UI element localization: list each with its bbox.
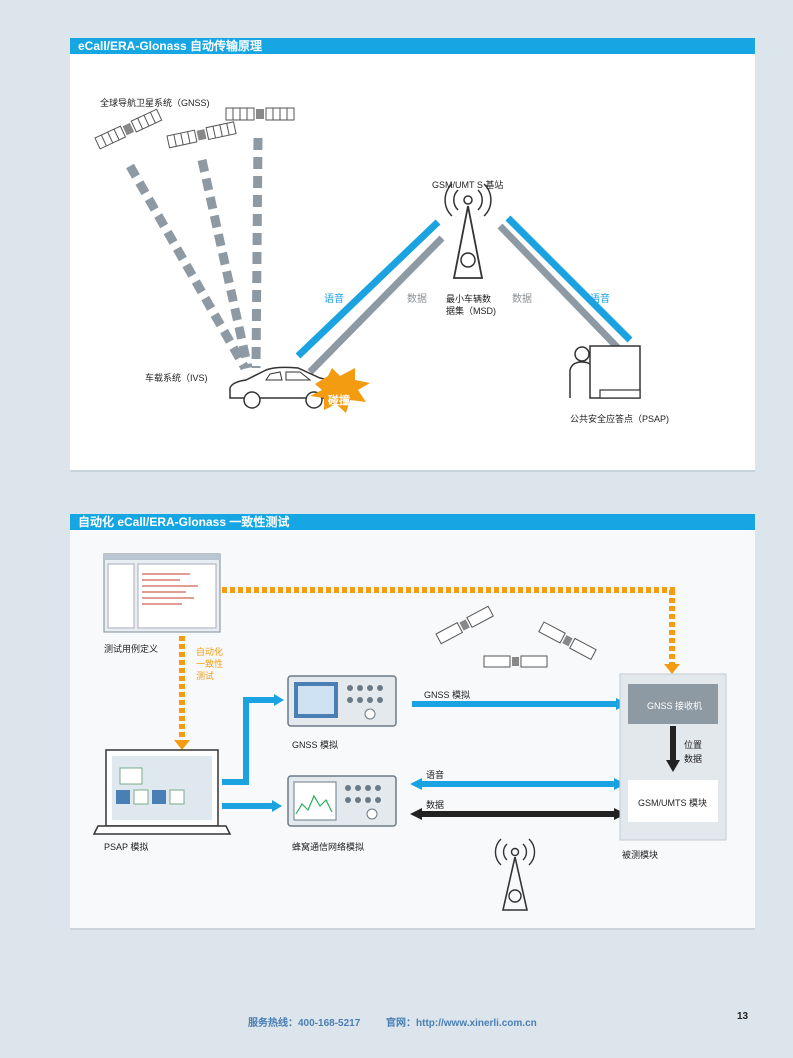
gsm-module-box [628,780,718,822]
auto-test-label-line2: 一致性 [196,659,224,669]
data-link-left [307,235,445,375]
gnss-sim-arrow-label: GNSS 模拟 [424,690,471,700]
gnss-simulator-instrument-icon [287,675,397,727]
gnss-receiver-label: GNSS 接收机 [647,701,703,711]
car-icon [229,366,335,409]
gnss-signal-beam [197,159,253,369]
panel-title: eCall/ERA-Glonass 自动传输原理 [70,38,755,54]
satellite-icon [538,621,597,661]
footer: 服务热线：400-168-5217 官网：http://www.xinerli.… [0,1014,793,1029]
arrow-head [174,740,190,750]
arrow-head [410,778,422,790]
laptop-icon [92,749,232,835]
psap-label: 公共安全应答点（PSAP) [570,414,670,424]
data-label-right: 数据 [512,294,532,305]
crash-burst-icon [310,368,370,413]
gnss-label: 全球导航卫星系统（GNSS) [100,98,210,108]
voice-label-left: 语音 [324,294,344,305]
voice-link-left [295,219,441,359]
position-data-label-line2: 数据 [684,754,703,764]
data-label: 数据 [426,800,445,810]
satellite-icon [435,605,494,645]
psap-sim-label: PSAP 模拟 [104,842,149,852]
arrow-head [274,694,284,706]
arrow-head [410,808,422,820]
panel-title: 自动化 eCall/ERA-Glonass 一致性测试 [70,514,755,530]
psap-operator-icon [569,345,641,399]
auto-test-label-line1: 自动化 [196,647,224,657]
base-station-label: GSM/UMT S 基站 [432,180,504,190]
testcase-screen-icon [103,553,221,633]
cell-tower-icon [494,838,536,911]
satellite-icon [483,655,548,668]
crash-label: 碰撞 [328,395,350,407]
gnss-sim-label: GNSS 模拟 [292,740,339,750]
gnss-receiver-box [628,684,718,724]
gnss-signal-beam [251,137,263,369]
website-link[interactable]: 官网：http://www.xinerli.com.cn [386,1018,537,1029]
arrow-head [666,760,680,772]
arrow-head [664,664,680,674]
gnss-signal-beam [126,163,249,371]
satellite-icon [166,121,237,149]
cell-network-simulator-instrument-icon [287,775,397,827]
satellite-icon [94,108,163,150]
page-number: 13 [737,1011,749,1022]
cell-sim-label: 蜂窝通信网络模拟 [292,842,365,852]
base-station-tower-icon [444,183,492,279]
data-link-right [497,223,621,351]
test-setup-diagram [92,553,727,911]
voice-label: 语音 [426,770,445,780]
msd-label-line1: 最小车辆数 [446,294,492,304]
testcase-label: 测试用例定义 [104,644,159,654]
transmission-principle-panel: eCall/ERA-Glonass 自动传输原理 [70,38,755,472]
position-data-label-line1: 位置 [684,740,703,750]
voice-link-right [505,215,633,343]
ivs-label: 车载系统（IVS) [145,373,208,383]
data-label-left: 数据 [407,294,427,305]
transmission-diagram [94,107,641,413]
satellite-icon [225,107,295,121]
msd-label-line2: 据集（MSD) [446,306,496,316]
arrow-head [272,800,282,812]
conformance-test-panel: 自动化 eCall/ERA-Glonass 一致性测试 [70,514,755,930]
dut-label: 被测模块 [622,850,659,860]
gnss-control-link [222,697,276,785]
hotline-text: 服务热线：400-168-5217 [248,1018,361,1029]
voice-label-right: 语音 [590,294,610,305]
auto-test-label-line3: 测试 [196,671,215,681]
gsm-module-label: GSM/UMTS 模块 [638,798,707,808]
